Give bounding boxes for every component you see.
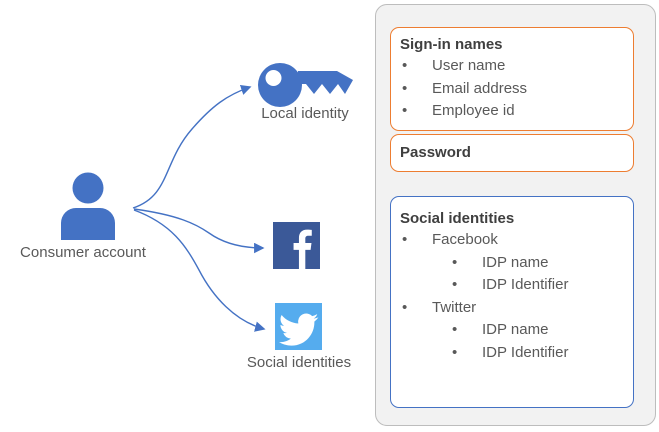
person-icon (61, 172, 115, 240)
list-item: • User name (400, 55, 625, 78)
bullet-marker: • (402, 102, 408, 119)
bullet-marker: • (402, 231, 408, 248)
password-title: Password (400, 144, 471, 161)
bullet-marker: • (402, 79, 408, 97)
bullet-marker: • (452, 253, 458, 271)
signin-names-box: Sign-in names • User name • Email addres… (390, 27, 634, 131)
bullet-marker: • (402, 57, 408, 74)
twitter-icon (275, 303, 322, 350)
social-identities-label: Social identities (246, 354, 352, 371)
arrow-to-local-identity (132, 84, 252, 209)
bullet-marker: • (402, 298, 408, 316)
consumer-account-label: Consumer account (20, 244, 146, 261)
list-item: • Email address (400, 78, 625, 101)
arrow-to-facebook (133, 208, 265, 254)
list-item: • Facebook (400, 229, 625, 252)
key-icon (258, 63, 353, 107)
bullet-marker: • (452, 343, 458, 361)
social-identities-title: Social identities (400, 210, 515, 227)
local-identity-label: Local identity (261, 105, 349, 122)
list-item: • IDP Identifier (400, 342, 625, 365)
list-item: • Twitter (400, 297, 625, 320)
social-identities-box: Social identities • Facebook • IDP name … (390, 196, 634, 408)
list-item: • IDP name (400, 252, 625, 275)
facebook-icon (273, 222, 320, 269)
password-box: Password (390, 134, 634, 172)
list-item: • Employee id (400, 100, 625, 123)
bullet-marker: • (452, 276, 458, 293)
list-item: • IDP name (400, 319, 625, 342)
arrow-to-twitter (133, 209, 266, 332)
list-item: • IDP Identifier (400, 274, 625, 297)
bullet-marker: • (452, 321, 458, 338)
signin-names-title: Sign-in names (400, 36, 503, 53)
